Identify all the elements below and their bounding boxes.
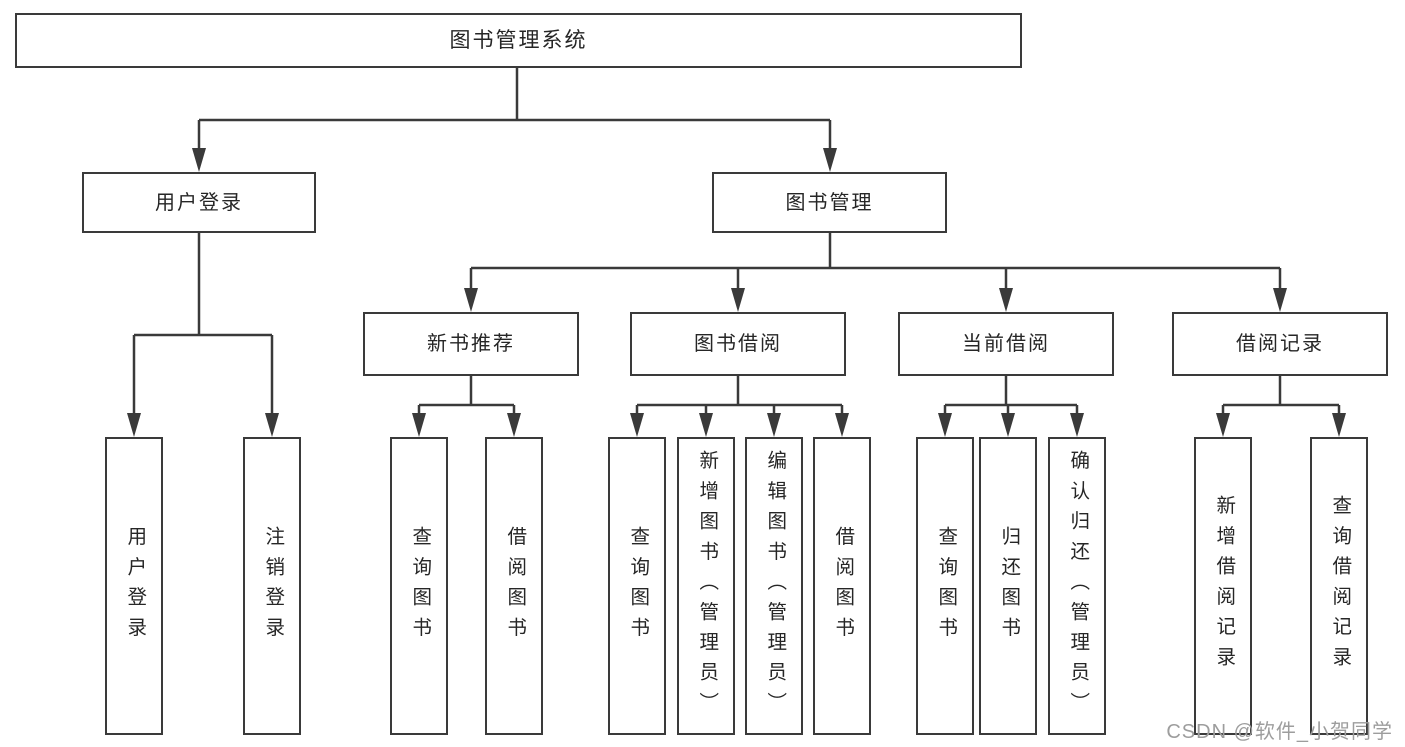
leaf-query-borrow-record: 查询借阅记录 [1310,437,1368,735]
leaf-confirm-return-admin: 确认归还（管理员） [1048,437,1106,735]
leaf-query-books-current: 查询图书 [916,437,974,735]
leaf-edit-book-admin: 编辑图书（管理员） [745,437,803,735]
leaf-user-login: 用户登录 [105,437,163,735]
node-root: 图书管理系统 [15,13,1022,68]
node-new-book-recommend: 新书推荐 [363,312,579,376]
leaf-query-books-borrow: 查询图书 [608,437,666,735]
node-user-login: 用户登录 [82,172,316,233]
leaf-borrow-books-recommend: 借阅图书 [485,437,543,735]
csdn-watermark: CSDN @软件_小贺同学 [1166,721,1393,743]
leaf-logout: 注销登录 [243,437,301,735]
leaf-query-books-recommend: 查询图书 [390,437,448,735]
node-borrow-records: 借阅记录 [1172,312,1388,376]
arrowheads [127,148,1346,437]
node-book-borrow: 图书借阅 [630,312,846,376]
node-book-management: 图书管理 [712,172,947,233]
leaf-borrow-books: 借阅图书 [813,437,871,735]
leaf-add-book-admin: 新增图书（管理员） [677,437,735,735]
leaf-add-borrow-record: 新增借阅记录 [1194,437,1252,735]
leaf-return-book: 归还图书 [979,437,1037,735]
node-current-borrow: 当前借阅 [898,312,1114,376]
